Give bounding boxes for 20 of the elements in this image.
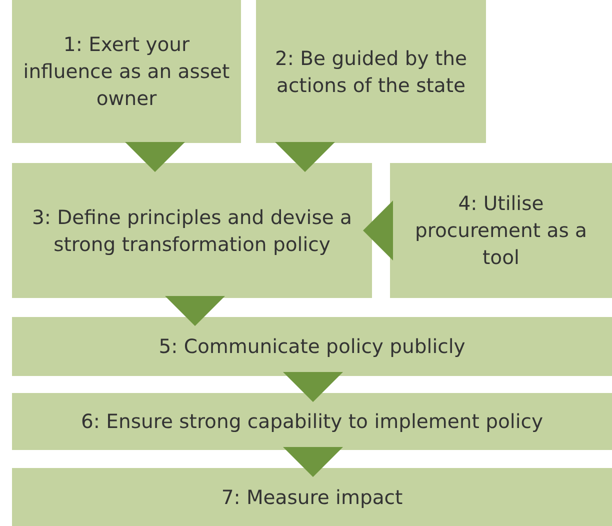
step-box	[256, 0, 486, 143]
step-box	[390, 163, 612, 298]
step-box	[12, 468, 612, 526]
step-text: 4: Utilise procurement as a tool	[414, 191, 588, 271]
step-box	[12, 317, 612, 376]
arrow	[275, 142, 335, 172]
step-box	[12, 0, 241, 143]
arrow	[283, 447, 343, 477]
step-text: 3: Define principles and devise a strong transformation policy	[30, 204, 353, 258]
step-text: 5: Communicate policy publicly	[158, 334, 466, 360]
arrow	[283, 372, 343, 402]
arrow	[165, 296, 225, 326]
arrow	[125, 142, 185, 172]
step-text: 2: Be guided by the actions of the state	[274, 46, 468, 98]
step-box	[12, 163, 372, 298]
step-text: 6: Ensure strong capability to implement policy	[80, 409, 543, 435]
step-box	[12, 393, 612, 450]
step-text: 7: Measure impact	[221, 484, 403, 510]
step-text: 1: Exert your influence as an asset owner	[22, 32, 231, 112]
arrow	[363, 200, 393, 260]
